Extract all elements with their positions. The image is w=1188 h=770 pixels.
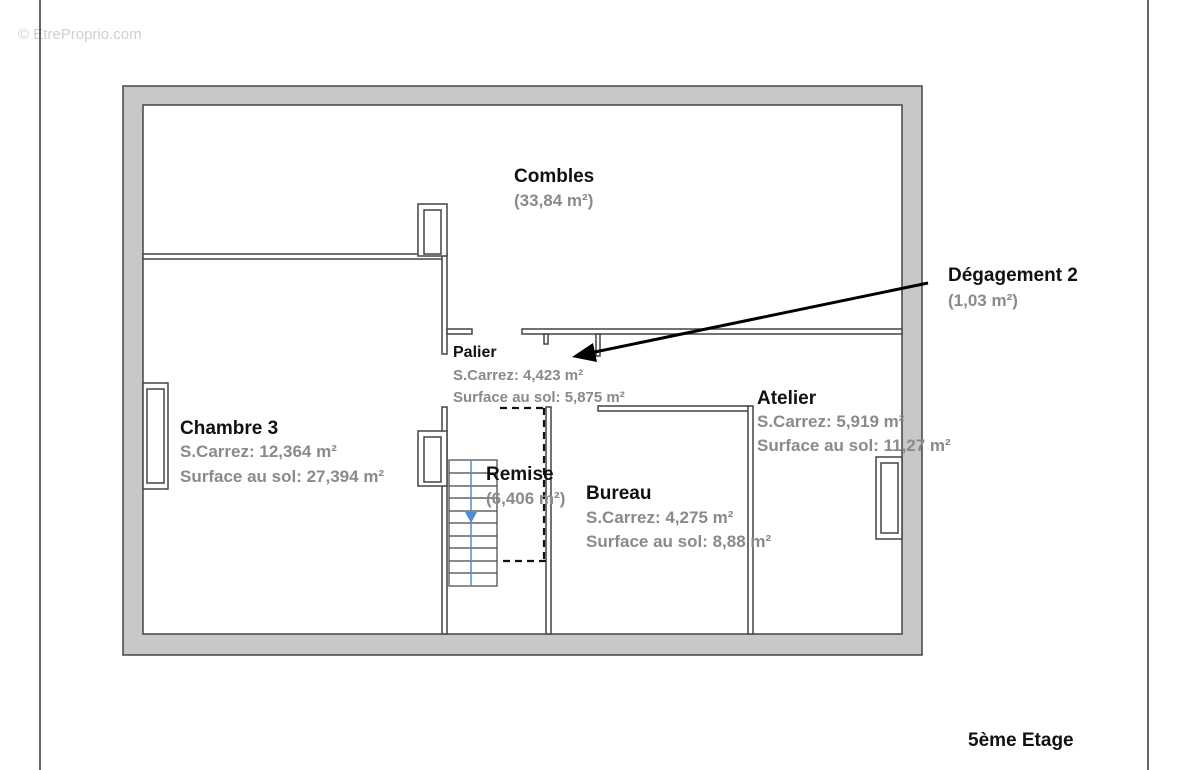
chambre-sol: Surface au sol: 27,394 m² (180, 467, 385, 486)
palier-name: Palier (453, 344, 497, 361)
combles-name: Combles (514, 166, 595, 187)
degagement-pointer-head (572, 343, 597, 362)
chambre-name: Chambre 3 (180, 418, 279, 439)
chimney-right-inner (880, 462, 899, 534)
wall-bureau-atelier (747, 405, 754, 635)
degagement-name: Dégagement 2 (948, 265, 1078, 286)
stair-direction-arrow (465, 512, 477, 523)
palier-carrez: S.Carrez: 4,423 m² (453, 367, 584, 384)
wall-bureau-top (597, 405, 751, 412)
floor-label: 5ème Etage (968, 730, 1074, 751)
remise-boundary (500, 406, 546, 563)
chimney-middle-inner (423, 436, 442, 483)
combles-area: (33,84 m²) (514, 191, 594, 210)
atelier-name: Atelier (757, 388, 817, 409)
degagement-area: (1,03 m²) (948, 291, 1018, 310)
wall-stub-2 (595, 333, 601, 357)
degagement-pointer-line (589, 281, 929, 355)
chimney-left-inner (146, 388, 165, 484)
atelier-sol: Surface au sol: 11,27 m² (757, 436, 951, 455)
wall-palier-left-upper (441, 253, 448, 355)
bureau-sol: Surface au sol: 8,88 m² (586, 532, 772, 551)
chimneys (142, 203, 903, 540)
chambre-carrez: S.Carrez: 12,364 m² (180, 442, 337, 461)
bureau-carrez: S.Carrez: 4,275 m² (586, 508, 734, 527)
wall-combles-atelier (521, 328, 903, 335)
remise-area: (6,406 m²) (486, 489, 566, 508)
atelier-carrez: S.Carrez: 5,919 m² (757, 412, 905, 431)
wall-stub-1 (543, 333, 549, 345)
palier-sol: Surface au sol: 5,875 m² (453, 389, 625, 406)
wall-palier-left-lower (441, 406, 448, 635)
wall-palier-top-stub (446, 328, 473, 335)
staircase (448, 459, 498, 587)
remise-name: Remise (486, 464, 554, 485)
wall-remise-right (545, 406, 552, 635)
wall-chambre-combles (142, 253, 445, 260)
chimney-top-inner (423, 209, 442, 255)
watermark: © EtreProprio.com (18, 26, 142, 43)
bureau-name: Bureau (586, 483, 652, 504)
